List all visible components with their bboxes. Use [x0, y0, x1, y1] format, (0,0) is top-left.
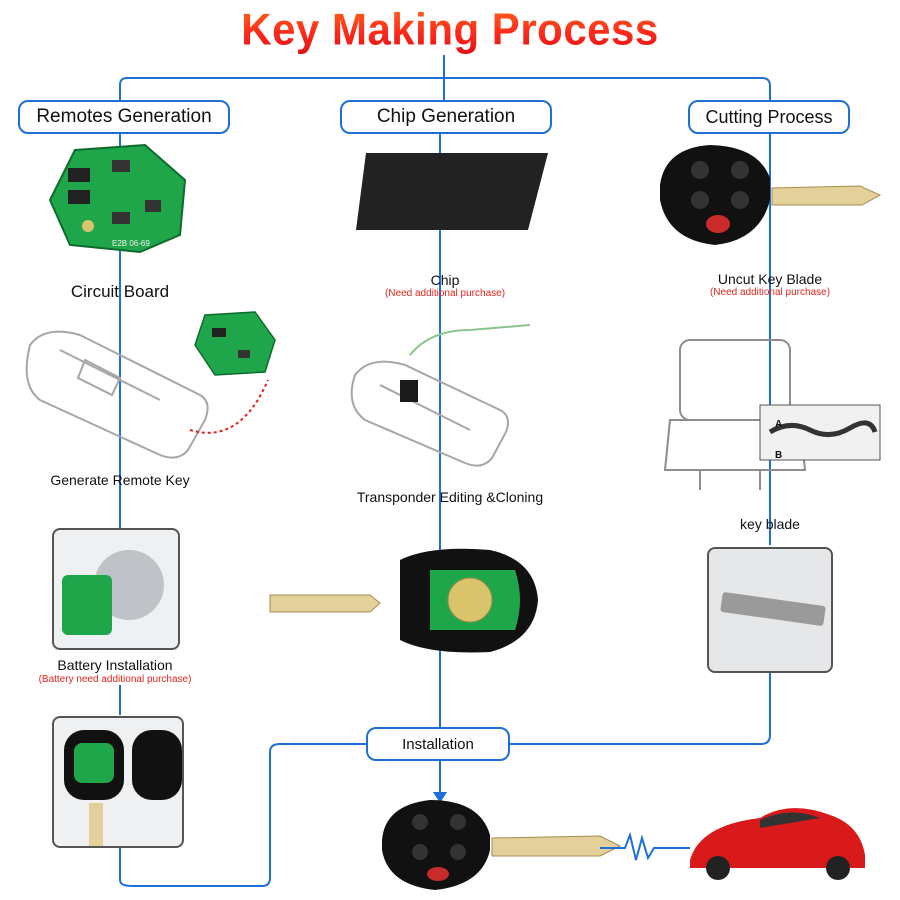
chip-image	[356, 153, 548, 230]
circuit-board-image: E2B 06-69	[48, 143, 187, 254]
key-profile-graph: A B	[759, 404, 881, 461]
remote-tool-image	[25, 330, 209, 459]
cutting-process-header: Cutting Process	[688, 100, 850, 134]
key-blade-photo	[707, 547, 833, 673]
remotes-generation-header: Remotes Generation	[18, 100, 230, 134]
circuit-board-caption: Circuit Board	[70, 282, 170, 301]
page-title: Key Making Process	[0, 5, 900, 55]
installation-box: Installation	[366, 727, 510, 761]
generate-remote-key-caption: Generate Remote Key	[50, 472, 190, 488]
uncut-key-note: (Need additional purchase)	[709, 287, 831, 298]
installed-pcb-photo	[52, 716, 184, 848]
uncut-key-blade-caption: Uncut Key Blade	[717, 271, 823, 287]
circuit-board-small-image	[194, 311, 276, 376]
battery-note: (Battery need additional purchase)	[38, 674, 192, 685]
chip-in-hand-icon	[400, 380, 418, 402]
key-cutting-machine-image	[663, 339, 807, 490]
battery-installation-caption: Battery Installation	[57, 657, 173, 673]
open-key-image	[269, 548, 538, 653]
chip-generation-header: Chip Generation	[340, 100, 552, 134]
transponder-caption: Transponder Editing &Cloning	[356, 489, 544, 505]
graph-label-a: A	[775, 419, 782, 430]
chip-note: (Need additional purchase)	[384, 288, 506, 299]
chip-caption: Chip	[430, 272, 460, 288]
pcb-label: E2B 06-69	[112, 239, 150, 248]
uncut-key-image	[660, 145, 882, 245]
key-blade-caption: key blade	[740, 516, 800, 532]
signal-wave-icon	[600, 831, 690, 861]
battery-photo	[52, 528, 180, 650]
cloning-tool-image	[350, 360, 509, 467]
graph-label-b: B	[775, 450, 782, 461]
finished-key-image	[382, 800, 622, 890]
red-car-image	[690, 808, 865, 880]
